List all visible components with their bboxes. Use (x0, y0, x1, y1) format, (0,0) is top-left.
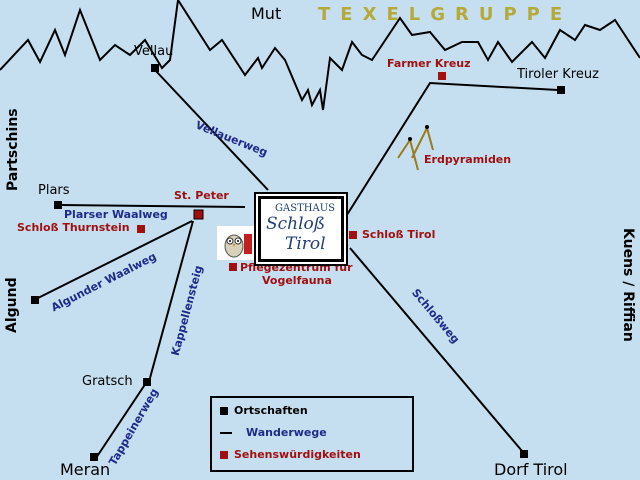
legend-ortschaften: Ortschaften (220, 404, 308, 417)
marker-farmer-kreuz (438, 72, 446, 80)
path-tiroler-kreuz (344, 81, 559, 219)
legend-wanderwege: Wanderwege (220, 426, 327, 439)
town-meran: Meran (60, 460, 111, 479)
marker-schloss-tirol (349, 231, 357, 239)
gasthaus-logo: GASTHAUS Schloß Tirol (258, 196, 344, 262)
marker-st-peter (193, 209, 204, 220)
marker-dorf-tirol (520, 450, 528, 458)
marker-schloss-thurnstein (137, 225, 145, 233)
sight-schloss-thurnstein: Schloß Thurnstein (17, 221, 130, 234)
legend-ortschaften-label: Ortschaften (234, 404, 308, 417)
road-plarser-waalweg: Plarser Waalweg (64, 208, 168, 221)
path-algunder-waalweg (37, 220, 193, 299)
logo-gasthaus: GASTHAUS (275, 203, 335, 214)
side-partschins: Partschins (5, 108, 21, 191)
logo-tirol: Tirol (285, 234, 326, 254)
side-algund: Algund (4, 277, 20, 333)
sight-schloss-tirol: Schloß Tirol (362, 228, 436, 241)
town-vellau: Vellau (134, 44, 174, 59)
path-vellauerweg (154, 69, 269, 191)
path-plarser-waalweg (59, 204, 246, 208)
logo-schloss: Schloß (266, 214, 326, 234)
marker-algund (31, 296, 39, 304)
legend-wanderwege-label: Wanderwege (246, 426, 327, 439)
legend-town-symbol (220, 407, 228, 415)
mountain-ridge (0, 0, 640, 111)
marker-vellau (151, 64, 159, 72)
path-schlossweg (349, 247, 523, 452)
sight-st-peter: St. Peter (174, 189, 229, 202)
sight-pflegezentrum-line2: Vogelfauna (262, 274, 332, 287)
legend: Ortschaften Wanderwege Sehenswürdigkeite… (210, 396, 414, 472)
path-kappellensteig (149, 220, 194, 379)
legend-path-symbol (220, 432, 232, 434)
path-tappeinerweg (95, 382, 147, 459)
legend-sehenswuerdigkeiten-label: Sehenswürdigkeiten (234, 448, 361, 461)
marker-meran (90, 453, 98, 461)
legend-sight-symbol (220, 451, 228, 459)
map-title: TEXELGRUPPE (318, 4, 573, 25)
town-gratsch: Gratsch (82, 374, 133, 389)
owl-logo (217, 226, 255, 260)
marker-gratsch (143, 378, 151, 386)
side-kuens-riffian: Kuens / Riffian (620, 228, 636, 342)
marker-plars (54, 201, 62, 209)
legend-sehenswuerdigkeiten: Sehenswürdigkeiten (220, 448, 361, 461)
sight-pflegezentrum-line1: Pflegezentrum für (240, 261, 353, 274)
town-tiroler-kreuz: Tiroler Kreuz (517, 67, 599, 82)
marker-tiroler-kreuz (557, 86, 565, 94)
town-dorf-tirol: Dorf Tirol (494, 460, 568, 479)
sight-erdpyramiden: Erdpyramiden (424, 153, 512, 166)
town-plars: Plars (38, 183, 70, 198)
marker-pflegezentrum (229, 263, 237, 271)
town-mut: Mut (251, 4, 282, 23)
sight-farmer-kreuz: Farmer Kreuz (387, 57, 471, 70)
erdpyramiden-icon (397, 125, 434, 171)
